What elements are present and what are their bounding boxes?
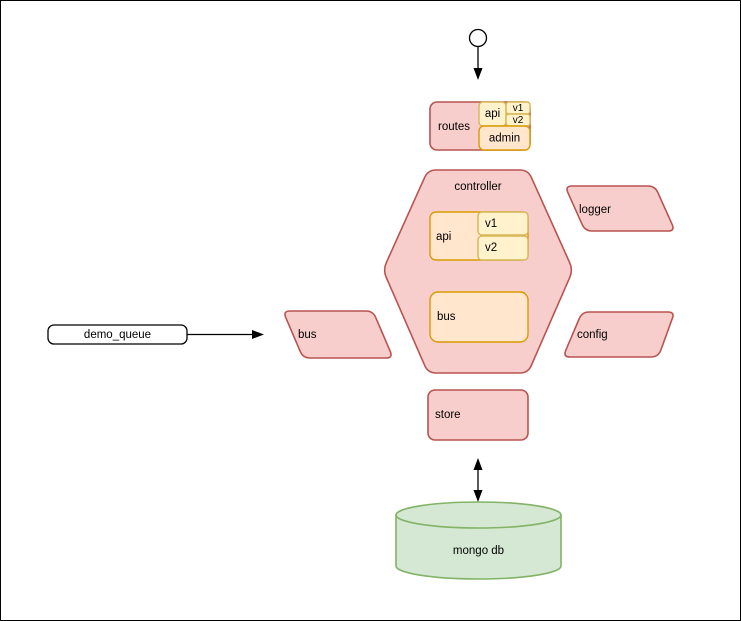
controller-bus-label: bus [437,311,456,323]
controller-v2-label: v2 [485,242,497,254]
routes-admin-label: admin [489,133,520,145]
config-node: config [564,311,674,358]
mongo-db-label: mongo db [453,545,504,557]
start-node [468,28,488,48]
routes-v1-label: v1 [513,103,524,114]
start-to-routes-arrow [473,47,483,80]
routes-v2-label: v2 [513,115,524,126]
config-label: config [577,329,608,341]
controller-bus-node [429,291,529,343]
store-node: store [427,389,529,441]
bus-node: bus [284,310,392,359]
controller-v1-node [477,211,529,236]
logger-node: logger [566,185,674,232]
controller-label: controller [454,181,501,193]
demo-queue-label: demo_queue [84,329,151,341]
controller-api-label: api [436,231,451,243]
demo-queue-node: demo_queue [47,324,188,345]
routes-admin-node [478,125,531,151]
routes-label: routes [438,121,470,133]
store-to-mongo-arrow [473,458,483,502]
controller-v1-label: v1 [485,218,497,230]
routes-node: routes api v1 v2 admin [429,101,531,151]
routes-api-label: api [485,108,500,120]
logger-label: logger [579,204,611,216]
controller-node: controller api v1 v2 bus [383,169,573,374]
demo-queue-to-bus-arrow [187,330,264,339]
store-label: store [435,409,461,421]
controller-v2-node [477,235,529,261]
mongo-db-node: mongo db [395,501,562,580]
bus-label: bus [298,329,317,341]
